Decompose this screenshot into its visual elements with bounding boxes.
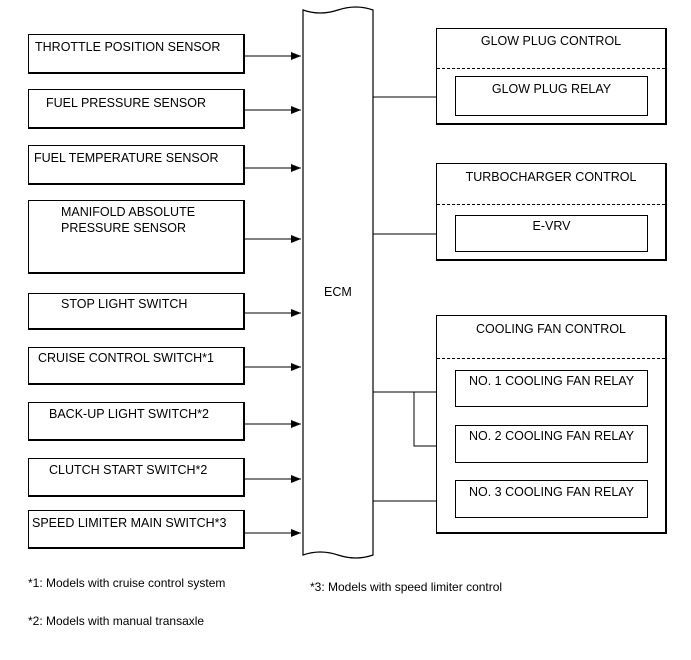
cooling-fan-control-title: COOLING FAN CONTROL xyxy=(475,322,627,336)
ecm-label: ECM xyxy=(324,285,352,299)
glow-plug-divider xyxy=(437,68,665,69)
cooling-fan-relay-1-box: NO. 1 COOLING FAN RELAY xyxy=(455,370,648,407)
glow-plug-control-title: GLOW PLUG CONTROL xyxy=(480,34,622,48)
stop-light-switch-label: STOP LIGHT SWITCH xyxy=(61,297,188,311)
turbocharger-divider xyxy=(437,204,665,205)
manifold-absolute-pressure-sensor-box: MANIFOLD ABSOLUTE PRESSURE SENSOR xyxy=(28,200,245,274)
cooling-fan-relay-3-box: NO. 3 COOLING FAN RELAY xyxy=(455,480,648,518)
cooling-fan-relay-2-label: NO. 2 COOLING FAN RELAY xyxy=(468,429,635,443)
throttle-position-sensor-box: THROTTLE POSITION SENSOR xyxy=(28,34,245,74)
turbocharger-control-title: TURBOCHARGER CONTROL xyxy=(465,170,637,184)
clutch-start-switch-box: CLUTCH START SWITCH*2 xyxy=(28,458,245,497)
cruise-control-switch-box: CRUISE CONTROL SWITCH*1 xyxy=(28,347,245,385)
fuel-temperature-sensor-box: FUEL TEMPERATURE SENSOR xyxy=(28,145,245,185)
throttle-position-sensor-label: THROTTLE POSITION SENSOR xyxy=(35,40,221,54)
map-sensor-label-line2: PRESSURE SENSOR xyxy=(61,221,187,235)
e-vrv-label: E-VRV xyxy=(532,219,571,233)
cooling-fan-relay-1-label: NO. 1 COOLING FAN RELAY xyxy=(468,374,635,388)
back-up-light-switch-label: BACK-UP LIGHT SWITCH*2 xyxy=(49,407,209,421)
fuel-temperature-sensor-label: FUEL TEMPERATURE SENSOR xyxy=(34,151,219,165)
speed-limiter-main-switch-box: SPEED LIMITER MAIN SWITCH*3 xyxy=(28,510,245,549)
cooling-fan-relay-2-box: NO. 2 COOLING FAN RELAY xyxy=(455,425,648,463)
speed-limiter-main-switch-label: SPEED LIMITER MAIN SWITCH*3 xyxy=(32,516,227,530)
ecm-block xyxy=(302,6,374,559)
e-vrv-box: E-VRV xyxy=(455,215,648,252)
map-sensor-label-line1: MANIFOLD ABSOLUTE xyxy=(61,205,196,219)
stop-light-switch-box: STOP LIGHT SWITCH xyxy=(28,293,245,330)
fuel-pressure-sensor-box: FUEL PRESSURE SENSOR xyxy=(28,89,245,129)
footnote-3: *3: Models with speed limiter control xyxy=(310,580,503,594)
cruise-control-switch-label: CRUISE CONTROL SWITCH*1 xyxy=(38,351,214,365)
cooling-fan-relay-3-label: NO. 3 COOLING FAN RELAY xyxy=(468,485,635,499)
footnote-2: *2: Models with manual transaxle xyxy=(28,614,205,628)
footnote-1: *1: Models with cruise control system xyxy=(28,576,226,590)
back-up-light-switch-box: BACK-UP LIGHT SWITCH*2 xyxy=(28,402,245,441)
glow-plug-control-box: GLOW PLUG CONTROL GLOW PLUG RELAY xyxy=(436,28,667,125)
cooling-fan-divider xyxy=(437,358,665,359)
clutch-start-switch-label: CLUTCH START SWITCH*2 xyxy=(49,463,208,477)
cooling-fan-control-box: COOLING FAN CONTROL NO. 1 COOLING FAN RE… xyxy=(436,315,667,534)
fuel-pressure-sensor-label: FUEL PRESSURE SENSOR xyxy=(46,96,206,110)
glow-plug-relay-label: GLOW PLUG RELAY xyxy=(491,82,612,96)
glow-plug-relay-box: GLOW PLUG RELAY xyxy=(455,76,648,116)
turbocharger-control-box: TURBOCHARGER CONTROL E-VRV xyxy=(436,163,667,261)
